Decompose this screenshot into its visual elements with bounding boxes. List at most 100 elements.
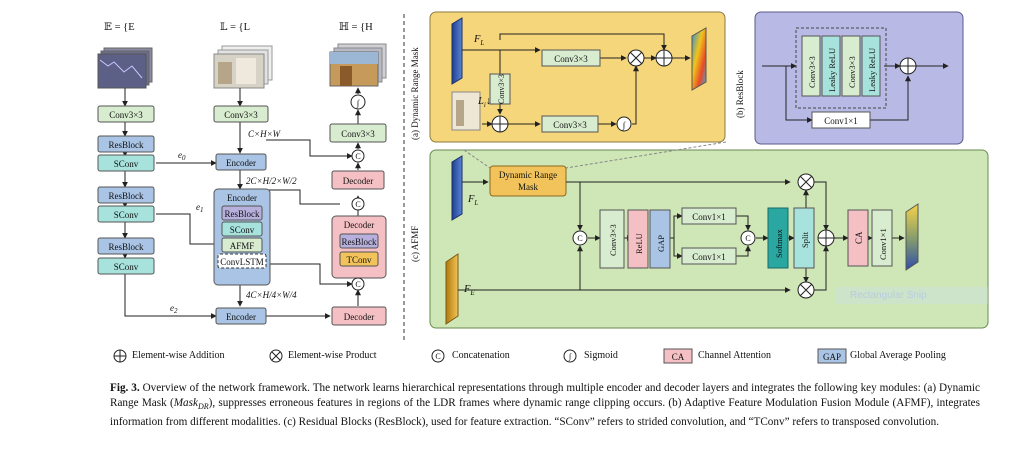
legend-ca: Channel Attention (698, 350, 772, 361)
ca-badge: CA (672, 352, 685, 362)
ldr-stream-label: 𝕃 = {L (220, 22, 250, 33)
legend-concat: Concatenation (452, 350, 510, 361)
add-op-icon (656, 50, 672, 66)
panel-a-li: Li↓ (477, 96, 491, 109)
decoder-2-label: Decoder (344, 220, 374, 230)
figure-caption: Fig. 3. Overview of the network framewor… (110, 381, 980, 430)
panel-c-drm-1: Dynamic Range (499, 170, 557, 180)
encoder-sconv-label: SConv (230, 225, 255, 235)
legend-prod: Element-wise Product (288, 350, 377, 361)
panel-a-label: (a) Dynamic Range Mask (410, 47, 420, 140)
product-op-icon (799, 283, 813, 297)
panel-c-gap: GAP (656, 235, 666, 252)
rectangular-snip-overlay[interactable]: Rectangular Snip (836, 287, 988, 304)
dim-3: 4C×H/4×W/4 (246, 290, 297, 300)
concat-icon: C (435, 352, 440, 361)
legend-icons: C ∫ CA GAP (113, 348, 847, 364)
ldr-encoder-column: Conv3×3 C×H×W Encoder 2C×H/2×W/2 Encoder… (213, 105, 297, 325)
resblock-1-label: ResBlock (109, 140, 144, 150)
event-encoder-column: Conv3×3 ResBlock SConv ResBlock SConv Re… (97, 105, 155, 275)
dim-2: 2C×H/2×W/2 (246, 176, 297, 186)
panel-c-relu: ReLU (634, 233, 644, 254)
event-conv-label: Conv3×3 (109, 110, 143, 120)
panel-c-label: (c) AFMF (410, 226, 420, 262)
gap-badge: GAP (823, 352, 841, 362)
sconv-1-label: SConv (114, 159, 139, 169)
encoder-2-label: Encoder (227, 193, 257, 203)
legend-sigmoid: Sigmoid (584, 350, 618, 361)
panel-b-resblock: (b) ResBlock Conv3×3 Leaky ReLU Conv3×3 … (735, 11, 964, 145)
hdr-frames-stack (329, 43, 387, 87)
panel-c-drm-2: Mask (518, 182, 538, 192)
panel-c-split: Split (800, 231, 810, 248)
legend-add: Element-wise Addition (132, 350, 225, 361)
e0-label: e0 (178, 150, 186, 162)
decoder-resblock-label: ResBlock (342, 237, 377, 247)
panel-c-conv1b: Conv1×1 (692, 252, 726, 262)
sconv-3-label: SConv (114, 262, 139, 272)
e1-label: e1 (196, 202, 204, 214)
ldr-frames-stack (213, 45, 273, 89)
panel-b-block-3: Leaky ReLU (867, 48, 877, 92)
panel-b-block-1: Leaky ReLU (827, 48, 837, 92)
concat-op-icon: C (355, 152, 360, 161)
hdr-stream-label: ℍ = {H (339, 22, 373, 33)
concat-op-icon: C (577, 234, 582, 243)
legend-gap: Global Average Pooling (850, 350, 946, 361)
dim-1: C×H×W (248, 129, 282, 139)
sigmoid-op-icon: ∫ (622, 120, 627, 131)
encoder-1-label: Encoder (226, 158, 256, 168)
skip-labels: e0 e1 e2 (170, 150, 204, 315)
sigmoid-icon: ∫ (568, 352, 572, 361)
panel-c-conv1c: Conv1×1 (878, 228, 888, 260)
add-op-icon (818, 230, 834, 246)
caption-text-2: ), suppresses erroneous features in regi… (110, 397, 980, 428)
framework-figure: 𝔼 = {E 𝕃 = {L ℍ = {H (97, 11, 989, 364)
product-op-icon (629, 51, 643, 65)
stream-headers: 𝔼 = {E 𝕃 = {L ℍ = {H (104, 22, 373, 33)
caption-mask: Mask (173, 397, 198, 410)
encoder-convlstm-label: ConvLSTM (220, 257, 264, 267)
resblock-3-label: ResBlock (109, 242, 144, 252)
product-icon (271, 351, 281, 361)
event-frames-stack (97, 47, 153, 89)
decoder-3-label: Decoder (344, 312, 374, 322)
e2-label: e2 (170, 303, 178, 315)
caption-label: Fig. 3. (110, 382, 140, 394)
encoder-resblock-label: ResBlock (225, 209, 260, 219)
panel-b-label: (b) ResBlock (735, 70, 745, 118)
panel-b-block-0: Conv3×3 (807, 56, 817, 88)
concat-op-icon: C (355, 280, 360, 289)
add-op-icon (900, 58, 916, 74)
panel-c-ca: CA (854, 231, 864, 244)
encoder-afmf-label: AFMF (230, 241, 255, 251)
panel-b-conv1: Conv1×1 (824, 116, 858, 126)
panel-c-afmf: (c) AFMF FL FE Dynamic Range Mask (410, 141, 989, 329)
event-stream-label: 𝔼 = {E (104, 22, 135, 33)
output-conv-label: Conv3×3 (341, 129, 375, 139)
panel-a-conv-bottom: Conv3×3 (553, 120, 587, 130)
panel-c-conv3: Conv3×3 (608, 224, 618, 256)
sigmoid-op-icon: ∫ (356, 98, 361, 109)
add-op-icon (492, 116, 508, 132)
concat-op-icon: C (745, 234, 750, 243)
panel-a-conv-left: Conv3×3 (497, 74, 506, 104)
resblock-2-label: ResBlock (109, 191, 144, 201)
sconv-2-label: SConv (114, 210, 139, 220)
panel-c-fl: FL (467, 194, 478, 207)
decoder-column: ∫ Conv3×3 C Decoder C Decoder ResBlock T… (329, 94, 387, 326)
encoder-3-label: Encoder (226, 312, 256, 322)
panel-c-conv1a: Conv1×1 (692, 212, 726, 222)
concat-op-icon: C (355, 200, 360, 209)
caption-mask-sub: DR (197, 402, 209, 412)
panel-c-softmax: Softmax (774, 228, 784, 258)
ldr-conv-label: Conv3×3 (224, 110, 258, 120)
caption-text-1: Overview of the network framework. The n… (110, 382, 980, 410)
add-icon (114, 350, 126, 362)
panel-a-fl: FL (473, 34, 484, 47)
panel-a-conv-top: Conv3×3 (554, 54, 588, 64)
panel-b-block-2: Conv3×3 (847, 56, 857, 88)
product-op-icon (799, 175, 813, 189)
decoder-tconv-label: TConv (346, 255, 372, 265)
decoder-1-label: Decoder (343, 176, 373, 186)
